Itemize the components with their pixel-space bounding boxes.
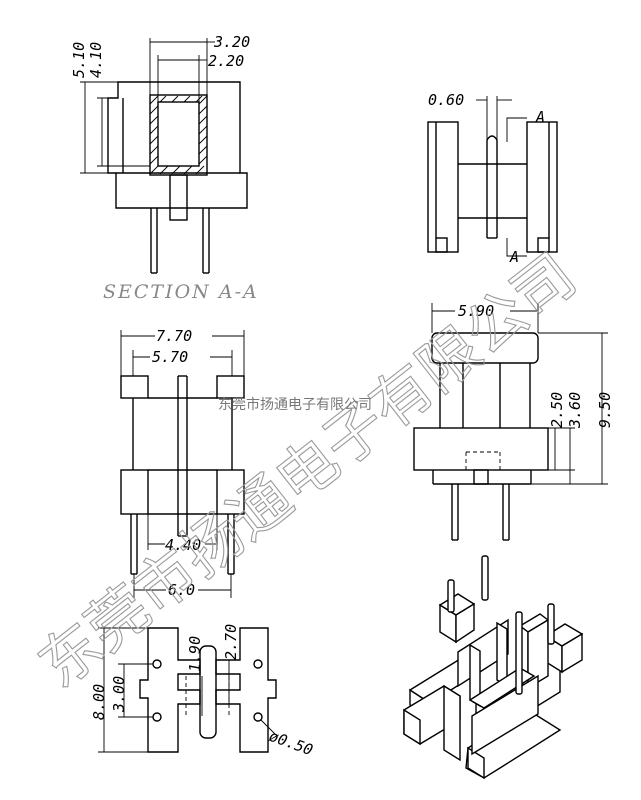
right-view: 5.90 2.50 3.60 9.50 bbox=[413, 302, 614, 541]
side-view: 0.60 A A bbox=[427, 91, 558, 266]
section-view: 3.20 2.20 5.10 4.10 SECTION A-A bbox=[70, 33, 259, 303]
dim-section-height-outer: 5.10 bbox=[70, 42, 88, 78]
dim-right-h3: 9.50 bbox=[596, 392, 614, 428]
isometric-view bbox=[403, 555, 584, 780]
section-marker-top: A bbox=[535, 108, 545, 126]
dim-bottom-hole: ø0.50 bbox=[267, 727, 316, 759]
dim-bottom-slot1: 1.90 bbox=[186, 636, 204, 672]
dim-section-height-inner: 4.10 bbox=[87, 42, 105, 78]
dim-section-width-outer: 3.20 bbox=[213, 33, 250, 51]
front-view: 7.70 5.70 4.40 6.0 bbox=[120, 327, 245, 599]
dim-front-pin-span: 4.40 bbox=[165, 536, 201, 554]
dim-bottom-slot2: 2.70 bbox=[222, 624, 240, 660]
dim-right-width: 5.90 bbox=[458, 302, 494, 320]
dim-section-width-inner: 2.20 bbox=[208, 52, 244, 70]
dim-side-slot: 0.60 bbox=[428, 91, 464, 109]
dim-bottom-length: 8.00 bbox=[90, 684, 108, 720]
watermark-small: 东莞市扬通电子有限公司 bbox=[218, 396, 372, 413]
dim-front-inner: 5.70 bbox=[152, 348, 188, 366]
dim-right-h2: 3.60 bbox=[566, 392, 584, 429]
section-label: SECTION A-A bbox=[103, 281, 259, 303]
section-marker-bottom: A bbox=[509, 248, 519, 266]
dim-right-h1: 2.50 bbox=[548, 392, 566, 428]
dim-front-pin-pitch: 6.0 bbox=[168, 581, 195, 599]
dim-bottom-pitch: 3.00 bbox=[110, 676, 128, 713]
dim-front-width: 7.70 bbox=[156, 327, 192, 345]
